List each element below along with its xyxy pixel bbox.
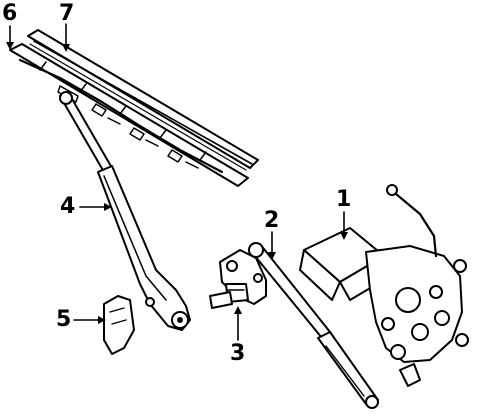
wiper-arm [59,91,191,331]
callout-3: 3 [230,341,246,366]
callout-1: 1 [336,187,352,212]
callout-7: 7 [59,1,75,26]
pivot-assembly [209,249,267,309]
callout-2: 2 [264,208,280,233]
link-rod [248,242,379,409]
callout-5: 5 [56,307,72,332]
arm-cap [103,295,135,355]
wiper-blade [9,29,259,187]
leader-lines [6,23,348,341]
callout-6: 6 [2,1,18,26]
wiper-motor [299,184,469,387]
callout-4: 4 [60,194,76,219]
